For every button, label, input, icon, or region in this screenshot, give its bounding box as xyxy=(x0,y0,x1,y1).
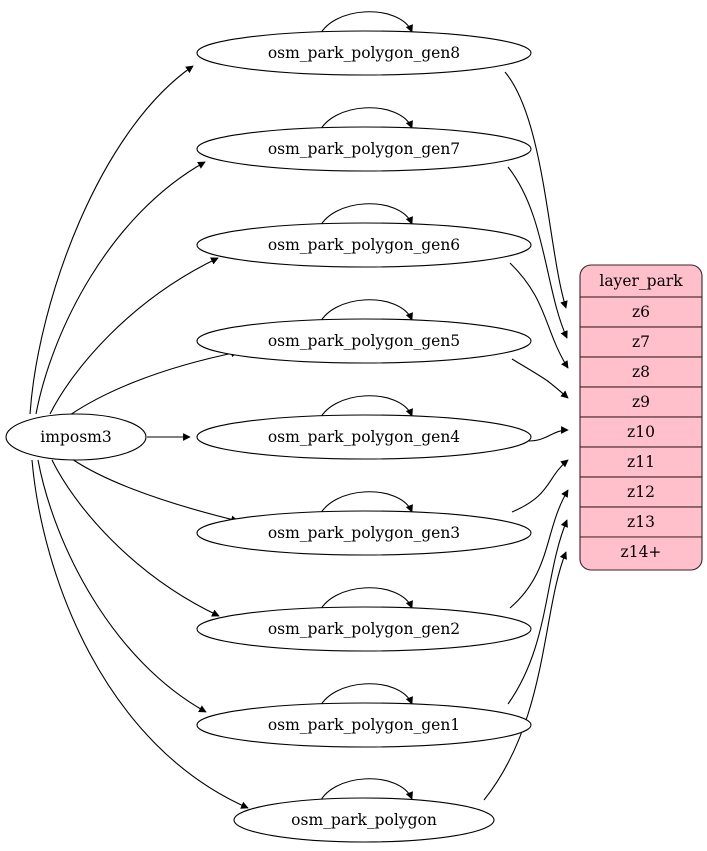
node-label-gen3: osm_park_polygon_gen3 xyxy=(268,524,460,542)
table-row-label-z10: z10 xyxy=(627,423,655,441)
node-gen7[interactable]: osm_park_polygon_gen7 xyxy=(196,126,532,172)
node-gen2[interactable]: osm_park_polygon_gen2 xyxy=(196,606,532,652)
node-gen1[interactable]: osm_park_polygon_gen1 xyxy=(196,702,532,748)
table-row-label-z12: z12 xyxy=(627,483,655,501)
table-row-label-z14plus: z14+ xyxy=(621,543,662,561)
table-row-label-z6: z6 xyxy=(632,303,650,321)
node-gen3[interactable]: osm_park_polygon_gen3 xyxy=(196,510,532,556)
table-row-z6[interactable] xyxy=(579,296,703,328)
node-label-gen7: osm_park_polygon_gen7 xyxy=(268,140,460,158)
table-header-label: layer_park xyxy=(599,272,683,290)
node-osm-park-polygon[interactable]: osm_park_polygon xyxy=(233,797,495,843)
table-row-z13[interactable] xyxy=(579,506,703,538)
layer-park-table[interactable]: layer_park z6 z7 z8 z9 z10 z11 z12 z13 z… xyxy=(579,264,703,571)
node-label-gen6: osm_park_polygon_gen6 xyxy=(268,236,460,254)
edges-self-loops xyxy=(317,11,413,807)
table-row-label-z11: z11 xyxy=(627,453,655,471)
node-gen6[interactable]: osm_park_polygon_gen6 xyxy=(196,222,532,268)
node-gen5[interactable]: osm_park_polygon_gen5 xyxy=(196,318,532,364)
node-label-imposm3: imposm3 xyxy=(40,428,111,446)
node-label-base: osm_park_polygon xyxy=(291,811,437,829)
table-row-label-z8: z8 xyxy=(632,363,650,381)
node-label-gen8: osm_park_polygon_gen8 xyxy=(268,44,460,62)
node-label-gen5: osm_park_polygon_gen5 xyxy=(268,332,460,350)
table-row-label-z9: z9 xyxy=(632,393,650,411)
table-row-z11[interactable] xyxy=(579,446,703,478)
node-group: imposm3 osm_park_polygon_gen8 osm_park_p… xyxy=(5,30,532,843)
table-row-z12[interactable] xyxy=(579,476,703,508)
node-label-gen2: osm_park_polygon_gen2 xyxy=(268,620,460,638)
node-label-gen4: osm_park_polygon_gen4 xyxy=(268,428,460,446)
table-row-z14plus[interactable] xyxy=(579,536,703,571)
node-gen8[interactable]: osm_park_polygon_gen8 xyxy=(196,30,532,76)
table-row-label-z7: z7 xyxy=(632,333,650,351)
node-gen4[interactable]: osm_park_polygon_gen4 xyxy=(196,414,532,460)
edges-from-imposm3 xyxy=(29,65,249,809)
table-row-label-z13: z13 xyxy=(627,513,655,531)
table-header-cell xyxy=(579,264,703,298)
node-label-gen1: osm_park_polygon_gen1 xyxy=(268,716,460,734)
table-row-z10[interactable] xyxy=(579,416,703,448)
node-imposm3[interactable]: imposm3 xyxy=(5,413,147,461)
edges-to-layer-park xyxy=(483,71,569,801)
